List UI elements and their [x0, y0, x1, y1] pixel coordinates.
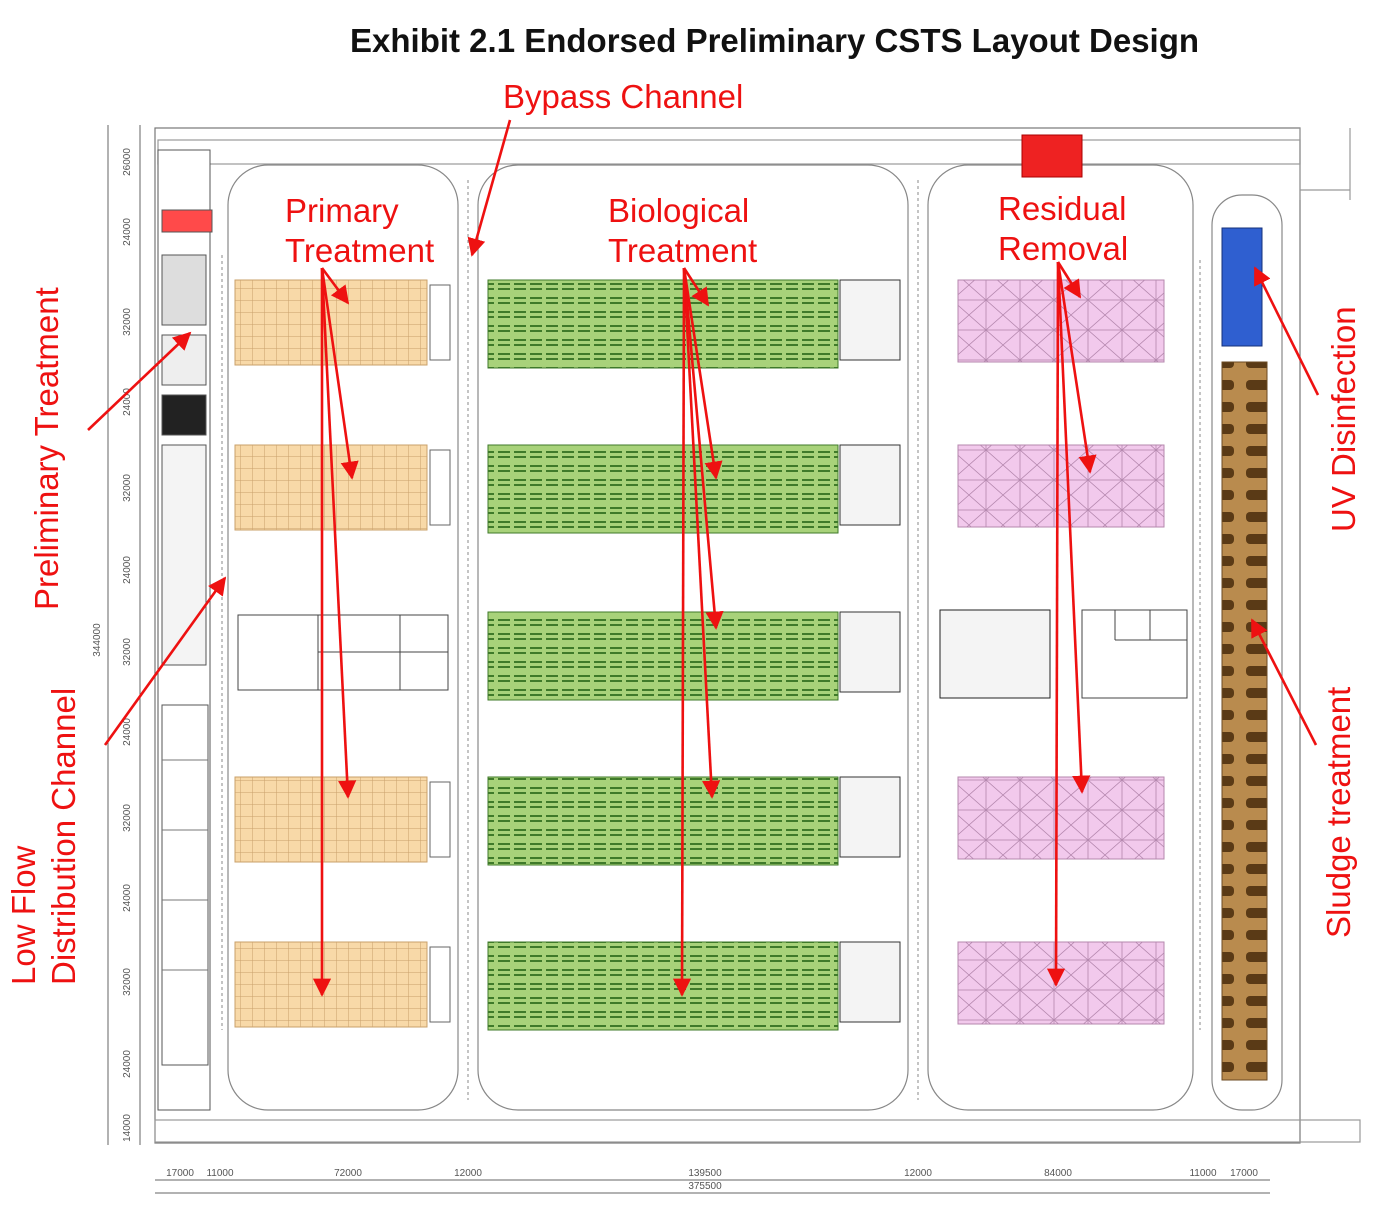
arrow-res-c [1056, 261, 1091, 794]
arrow-bypass [467, 119, 512, 257]
label-low-flow-1: Low Flow [5, 845, 42, 985]
bottom-dim-label: 72000 [334, 1168, 362, 1179]
bio-tank-3 [487, 611, 839, 701]
left-dimensions [107, 125, 141, 1145]
left-dim-label: 24000 [122, 884, 133, 912]
arrow-low-flow [103, 576, 227, 746]
arrow-bio-e [672, 267, 692, 997]
bio-tank-5 [487, 941, 839, 1031]
label-bypass-channel: Bypass Channel [503, 78, 743, 115]
arrow-bio-b [682, 267, 723, 480]
residual-equipment-bay [939, 609, 1051, 699]
left-total-dim: 344000 [92, 623, 103, 657]
left-dim-label: 24000 [122, 388, 133, 416]
arrow-res-b [1056, 261, 1097, 474]
bottom-dim-labels: 17000 11000 72000 12000 139500 12000 84000 1100… [166, 1168, 1258, 1179]
bottom-total-dim: 375500 [688, 1181, 722, 1192]
bottom-dim-label: 17000 [1230, 1168, 1258, 1179]
left-dim-label: 24000 [122, 1050, 133, 1078]
left-dim-label: 32000 [122, 804, 133, 832]
label-residual-1: Residual [998, 190, 1126, 227]
label-residual-2: Removal [998, 230, 1128, 267]
label-biological-2: Treatment [608, 232, 757, 269]
label-biological-1: Biological [608, 192, 749, 229]
left-dim-label: 32000 [122, 968, 133, 996]
arrow-res-a [1056, 261, 1082, 299]
left-dim-label: 26000 [122, 148, 133, 176]
bottom-dim-label: 139500 [688, 1168, 722, 1179]
bio-tank-1 [487, 279, 839, 369]
label-sludge-treatment: Sludge treatment [1320, 687, 1357, 938]
bottom-dim-label: 11000 [206, 1168, 234, 1179]
arrow-bio-a [682, 267, 710, 307]
left-dim-label: 14000 [122, 1114, 133, 1142]
bottom-dim-label: 17000 [166, 1168, 194, 1179]
left-dim-labels: 26000 24000 32000 24000 32000 24000 32000 24000… [122, 148, 133, 1142]
primary-treatment-column [227, 164, 459, 1111]
residual-tank-2 [957, 444, 1165, 528]
bottom-dim-label: 12000 [904, 1168, 932, 1179]
bottom-dim-label: 11000 [1189, 1168, 1217, 1179]
arrow-primary-b [320, 267, 359, 480]
label-preliminary-treatment: Preliminary Treatment [28, 287, 65, 610]
bio-tank-2 [487, 444, 839, 534]
red-facility-block [1021, 134, 1083, 178]
arrow-res-d [1046, 261, 1066, 987]
left-dim-label: 24000 [122, 218, 133, 246]
left-dim-label: 32000 [122, 638, 133, 666]
page-title: Exhibit 2.1 Endorsed Preliminary CSTS La… [350, 22, 1200, 59]
label-primary-2: Treatment [285, 232, 434, 269]
label-primary-1: Primary [285, 192, 399, 229]
annotation-arrows [87, 119, 1320, 997]
bottom-dim-label: 12000 [454, 1168, 482, 1179]
arrow-primary-a [320, 267, 350, 305]
bottom-dim-label: 84000 [1044, 1168, 1072, 1179]
biological-treatment-column [477, 164, 909, 1111]
bottom-dimensions [155, 1179, 1270, 1194]
uv-disinfection-unit [1221, 227, 1263, 347]
label-uv-disinfection: UV Disinfection [1325, 306, 1362, 532]
left-dim-label: 32000 [122, 474, 133, 502]
arrow-preliminary [87, 331, 192, 431]
left-dim-label: 32000 [122, 308, 133, 336]
sludge-treatment-unit [1221, 361, 1268, 1081]
arrow-bio-d [682, 267, 721, 799]
primary-tank-4 [234, 941, 428, 1028]
residual-tank-4 [957, 941, 1165, 1025]
arrow-bio-c [682, 267, 724, 630]
arrow-sludge [1250, 618, 1318, 746]
channels [221, 180, 1201, 1100]
preliminary-treatment-block [157, 149, 213, 1111]
arrow-uv [1253, 266, 1320, 396]
left-dim-label: 24000 [122, 556, 133, 584]
bio-tank-4 [487, 776, 839, 866]
left-dim-label: 24000 [122, 718, 133, 746]
primary-tank-3 [234, 776, 428, 863]
uv-sludge-column [1211, 194, 1283, 1111]
arrow-primary-c [320, 267, 357, 799]
label-low-flow-2: Distribution Channel [45, 688, 82, 985]
residual-removal-column [927, 164, 1194, 1111]
residual-tank-3 [957, 776, 1165, 860]
